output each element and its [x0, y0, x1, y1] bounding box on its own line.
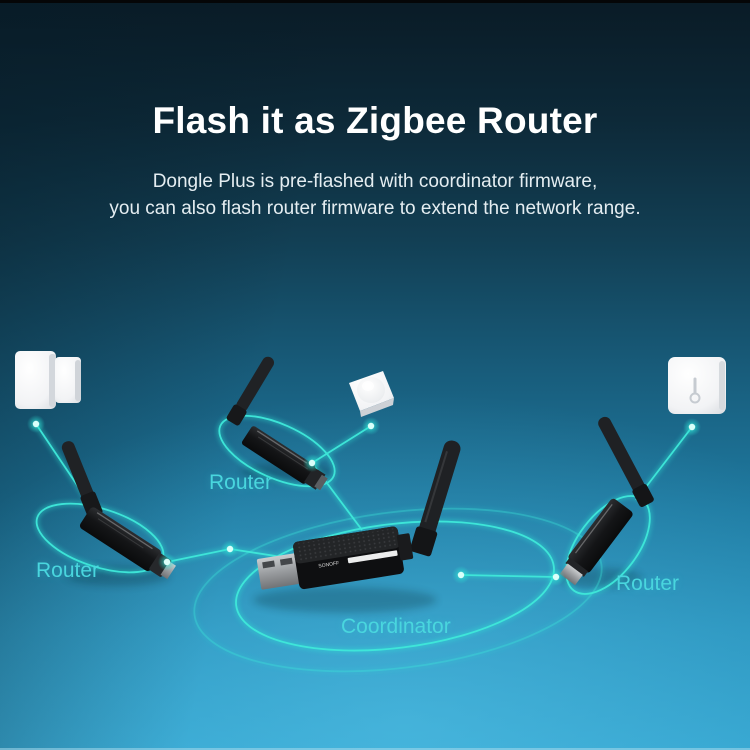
door-window-sensor [15, 351, 81, 409]
bottom-light-strip [0, 748, 750, 750]
coordinator-dongle: SONOFF [256, 440, 461, 590]
node-temp-sensor [683, 418, 701, 436]
node-router-left [158, 553, 176, 571]
label-router-left: Router [36, 559, 100, 582]
dongle-body [559, 498, 633, 586]
node-router-right [547, 568, 565, 586]
dongle-body: SONOFF [256, 526, 414, 590]
thermometer-icon [689, 377, 701, 404]
antenna [410, 440, 461, 557]
header: Flash it as Zigbee Router Dongle Plus is… [0, 100, 750, 222]
router-dongle-middle [226, 356, 328, 491]
subtitle-line-1: Dongle Plus is pre-flashed with coordina… [152, 171, 598, 192]
label-router-middle: Router [209, 471, 273, 494]
antenna [61, 441, 103, 518]
motion-sensor [349, 371, 394, 417]
node-junction-left [221, 540, 239, 558]
node-door-sensor [27, 415, 45, 433]
page-title: Flash it as Zigbee Router [152, 100, 598, 141]
dongle-body [241, 426, 328, 491]
router-dongle-right [559, 416, 654, 586]
antenna [598, 416, 654, 507]
sonoff-logo: SONOFF [318, 560, 340, 569]
label-coordinator: Coordinator [341, 615, 451, 638]
temperature-humidity-sensor [668, 357, 726, 414]
subtitle-line-2: you can also flash router firmware to ex… [109, 198, 641, 219]
node-router-middle [303, 454, 321, 472]
node-motion-sensor [362, 417, 380, 435]
node-coordinator [452, 566, 470, 584]
top-black-bar [0, 0, 750, 3]
antenna [226, 356, 275, 426]
label-router-right: Router [616, 572, 680, 595]
subtitle: Dongle Plus is pre-flashed with coordina… [0, 168, 750, 222]
